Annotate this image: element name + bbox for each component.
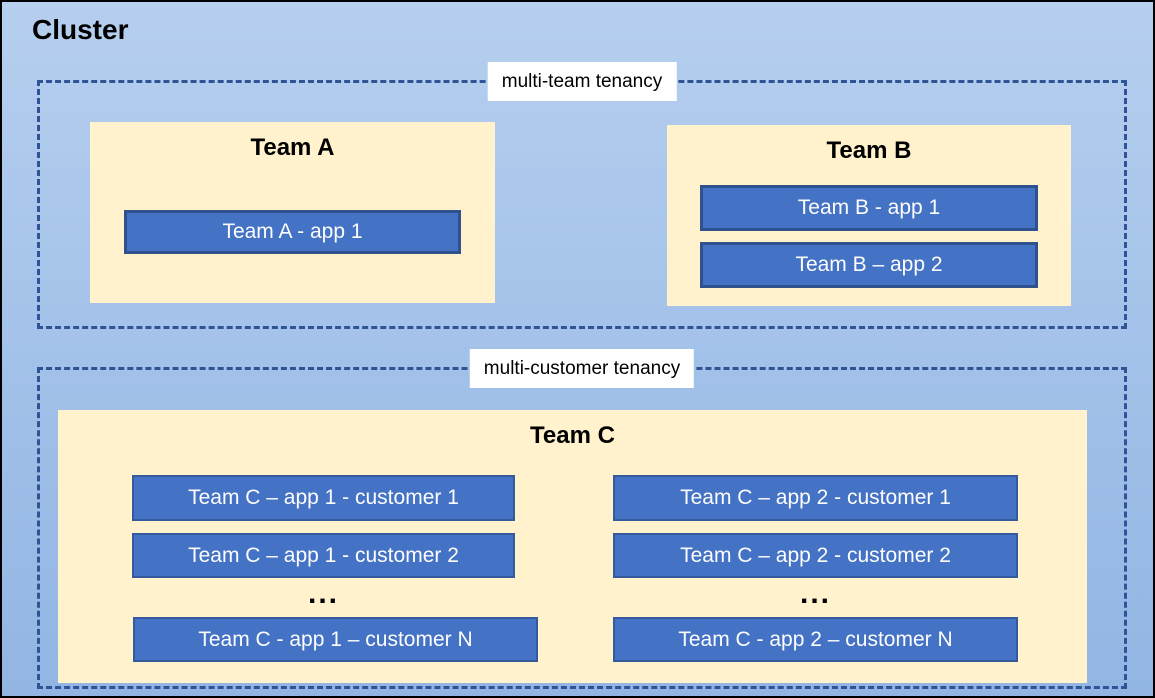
team-b-panel: Team B Team B - app 1 Team B – app 2 <box>667 125 1071 306</box>
app-box-team-a-app1: Team A - app 1 <box>124 210 461 254</box>
ellipsis-app2-column: ... <box>799 577 831 610</box>
section-multi-customer-tenancy: multi-customer tenancy Team C Team C – a… <box>37 349 1127 689</box>
app-box-team-c-app1-customerN: Team C - app 1 – customer N <box>133 617 538 662</box>
app-box-team-c-app1-customer2: Team C – app 1 - customer 2 <box>132 533 515 578</box>
team-b-title: Team B <box>826 137 912 164</box>
app-box-team-c-app1-customer1: Team C – app 1 - customer 1 <box>132 475 515 521</box>
ellipsis-app1-column: ... <box>307 577 339 610</box>
app-box-team-c-app2-customer2: Team C – app 2 - customer 2 <box>613 533 1018 578</box>
team-c-title: Team C <box>530 422 615 449</box>
app-box-team-c-app2-customer1: Team C – app 2 - customer 1 <box>613 475 1018 521</box>
section-label-multi-customer: multi-customer tenancy <box>469 349 695 388</box>
app-box-team-c-app2-customerN: Team C - app 2 – customer N <box>613 617 1018 662</box>
team-c-panel: Team C Team C – app 1 - customer 1 Team … <box>58 410 1087 683</box>
cluster-title: Cluster <box>32 14 129 45</box>
team-a-title: Team A <box>250 134 335 161</box>
app-box-team-b-app1: Team B - app 1 <box>700 185 1038 231</box>
section-label-multi-team: multi-team tenancy <box>487 62 677 101</box>
app-box-team-b-app2: Team B – app 2 <box>700 242 1038 288</box>
section-multi-team-tenancy: multi-team tenancy Team A Team A - app 1… <box>37 62 1127 329</box>
team-a-panel: Team A Team A - app 1 <box>90 122 495 303</box>
